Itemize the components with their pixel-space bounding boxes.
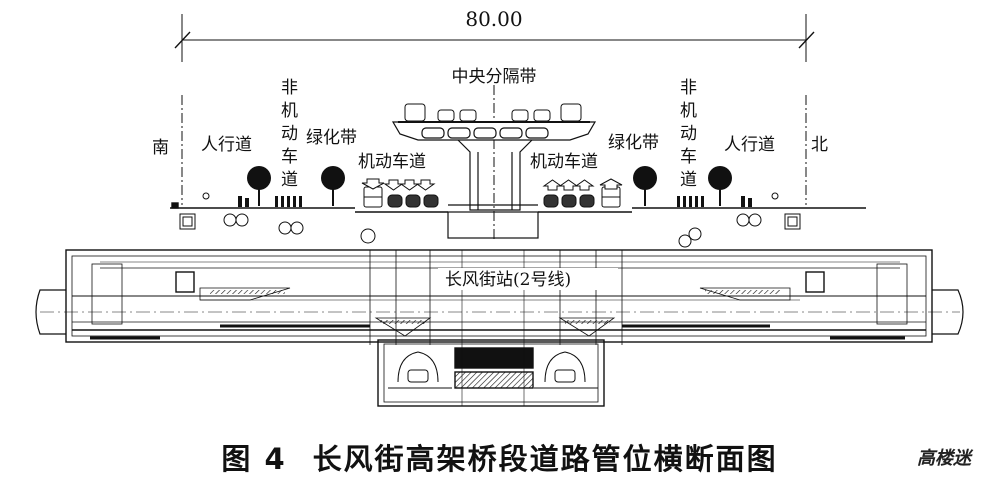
svg-text:机: 机 [281, 101, 298, 121]
greenbelt-right-label: 绿化带 [608, 133, 659, 153]
lane-direction-arrows [361, 178, 623, 191]
sidewalk-left-label: 人行道 [201, 135, 252, 155]
north-label: 北 [811, 135, 828, 155]
svg-text:车: 车 [281, 147, 298, 167]
figure-caption: 图 4 长风街高架桥段道路管位横断面图 [0, 436, 999, 478]
tree-icons [247, 166, 732, 206]
watermark-logo: 高楼迷 [917, 448, 971, 469]
total-width-value: 80.00 [465, 7, 522, 31]
svg-text:道: 道 [680, 170, 697, 190]
figure-title: 长风街高架桥段道路管位横断面图 [312, 442, 778, 476]
ground-road-surface [170, 202, 866, 213]
total-width-dimension: 80.00 [174, 7, 815, 62]
south-label: 南 [152, 138, 169, 158]
median-label: 中央分隔带 [452, 67, 537, 87]
svg-text:道: 道 [281, 170, 298, 190]
svg-text:车: 车 [680, 147, 697, 167]
svg-text:机: 机 [680, 101, 697, 121]
motor-lane-left-label: 机动车道 [358, 152, 426, 172]
road-boundary-lines [181, 85, 807, 240]
pedestrian-bike-icons [202, 192, 779, 207]
motor-lane-right-label: 机动车道 [530, 152, 598, 172]
utility-pipes [179, 213, 801, 248]
viaduct-vehicles [404, 103, 582, 122]
running-tunnels [35, 289, 964, 335]
station-structure [40, 249, 960, 345]
ground-vehicles [363, 186, 621, 208]
non-motor-lane-left-label: 非 机 动 车 道 [281, 78, 298, 190]
viaduct-pier [447, 139, 539, 239]
sidewalk-right-label: 人行道 [724, 135, 775, 155]
svg-text:非: 非 [680, 78, 697, 98]
viaduct-deck [391, 121, 597, 141]
svg-text:非: 非 [281, 78, 298, 98]
station-name: 长风街站(2号线) [445, 270, 571, 290]
non-motor-lane-right-label: 非 机 动 车 道 [680, 78, 697, 190]
greenbelt-left-label: 绿化带 [306, 128, 357, 148]
svg-text:动: 动 [680, 124, 697, 144]
figure-number: 图 4 [221, 442, 287, 476]
svg-text:动: 动 [281, 124, 298, 144]
